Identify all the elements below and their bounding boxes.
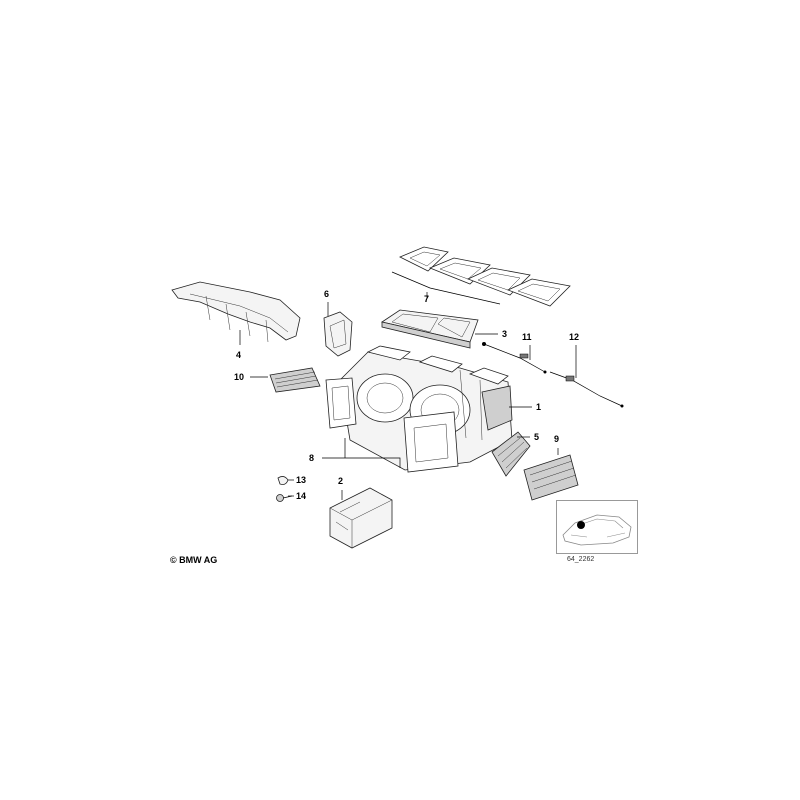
- clip-13: [277, 476, 289, 485]
- callout-9: 9: [554, 434, 559, 444]
- callout-6: 6: [324, 289, 329, 299]
- foam-block-2: [329, 487, 393, 549]
- cable-12: [549, 371, 624, 408]
- callout-14: 14: [296, 491, 306, 501]
- callout-8: 8: [309, 453, 314, 463]
- callout-10: 10: [234, 372, 244, 382]
- callout-2: 2: [338, 476, 343, 486]
- callout-7: 7: [424, 294, 429, 304]
- callout-11: 11: [522, 332, 532, 342]
- cable-11: [482, 342, 547, 374]
- callout-5: 5: [534, 432, 539, 442]
- screw-14: [276, 494, 293, 502]
- bracket-6: [323, 311, 353, 357]
- grille-10: [269, 367, 321, 393]
- flex-duct-9: [523, 454, 579, 501]
- copyright-label: © BMW AG: [170, 555, 218, 565]
- air-duct-4: [171, 281, 301, 343]
- gasket-set-7: [391, 246, 571, 307]
- callout-13: 13: [296, 475, 306, 485]
- filter-frame-3: [381, 309, 479, 349]
- grille-5: [491, 431, 531, 477]
- heater-housing-1: [325, 345, 513, 473]
- callout-1: 1: [536, 402, 541, 412]
- callout-3: 3: [502, 329, 507, 339]
- location-dot-icon: [577, 521, 585, 529]
- callout-4: 4: [236, 350, 241, 360]
- diagram-reference-code: 64_2262: [567, 556, 595, 563]
- callout-12: 12: [569, 332, 579, 342]
- vehicle-locator-thumbnail: [556, 500, 638, 554]
- leader-lines: [239, 292, 577, 500]
